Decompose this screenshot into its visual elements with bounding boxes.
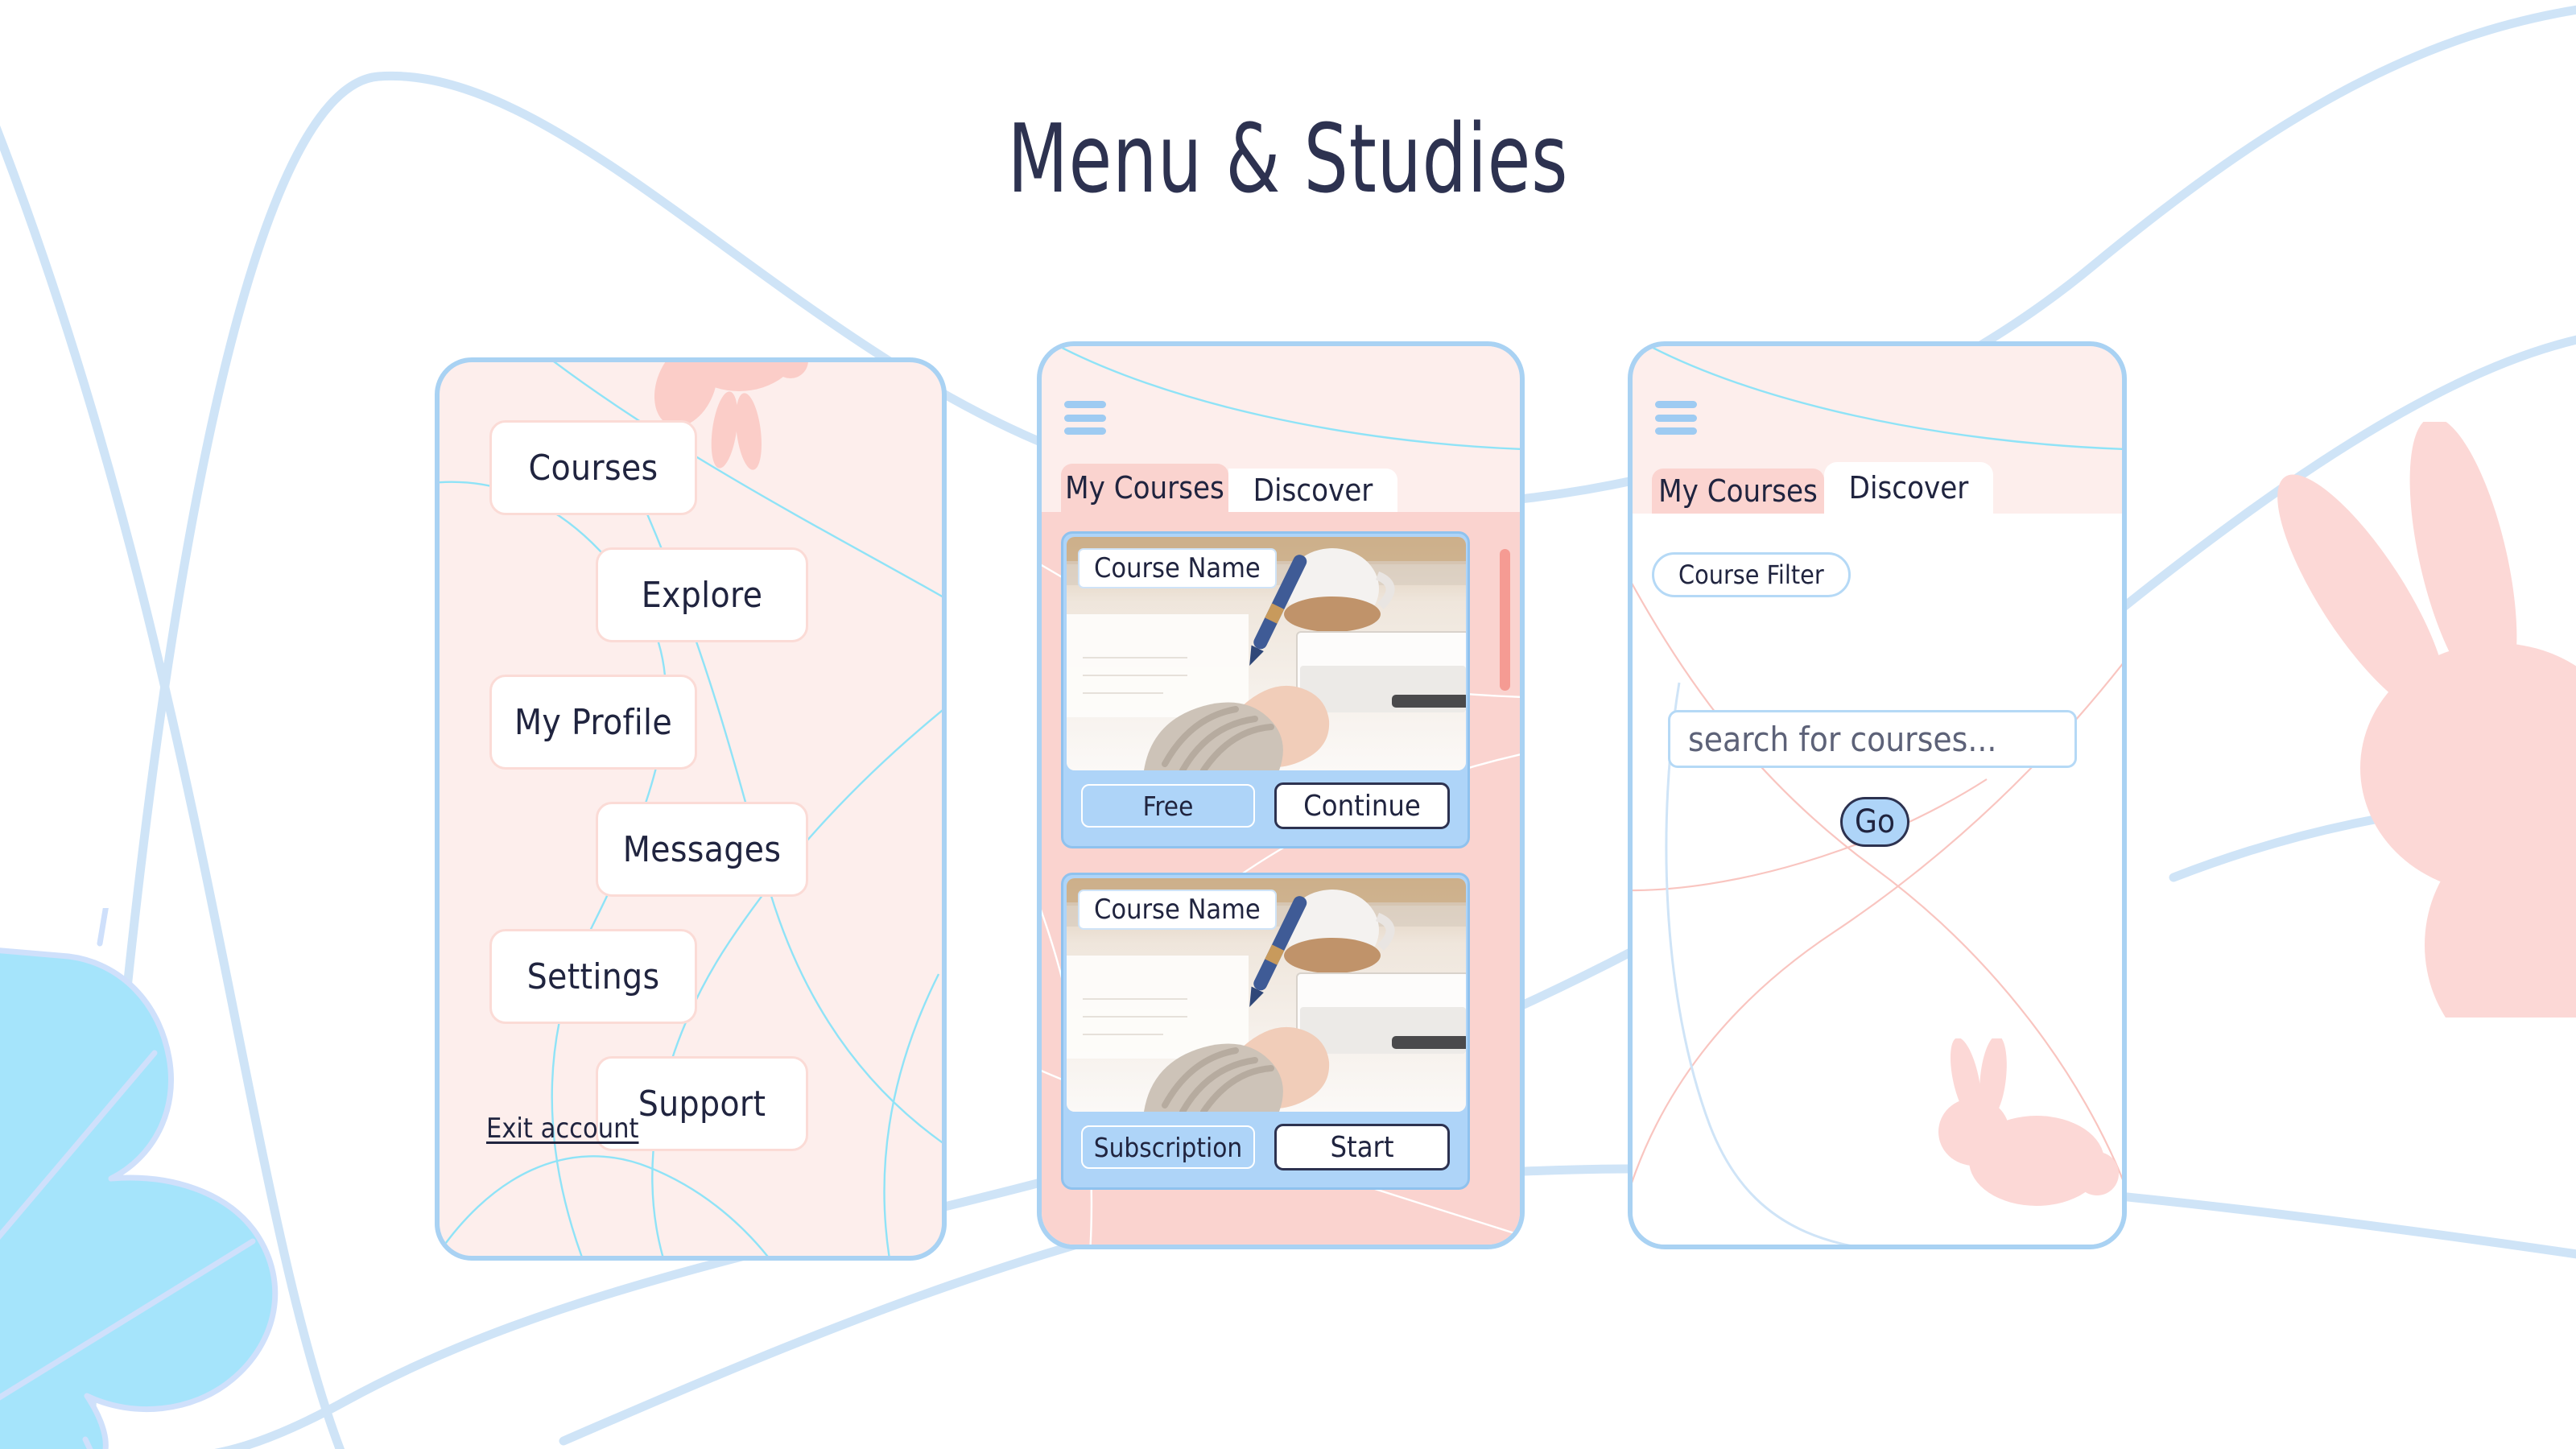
page-title: Menu & Studies: [1007, 103, 1569, 214]
go-button[interactable]: Go: [1840, 797, 1909, 847]
exit-account-link[interactable]: Exit account: [486, 1113, 639, 1145]
course-title: Course Name: [1078, 548, 1277, 588]
menu-item-courses[interactable]: Courses: [489, 420, 697, 515]
course-filter-button[interactable]: Course Filter: [1652, 552, 1851, 597]
course-card[interactable]: Course Name Subscription Start: [1061, 873, 1470, 1190]
tab-my-courses[interactable]: My Courses: [1652, 469, 1824, 514]
pink-bunny-silhouette: [2277, 422, 2576, 1018]
discover-content-area: Course Filter search for courses... Go: [1633, 514, 2122, 1245]
menu-item-settings[interactable]: Settings: [489, 929, 697, 1024]
course-price-badge[interactable]: Subscription: [1081, 1125, 1255, 1169]
tab-my-courses[interactable]: My Courses: [1061, 464, 1228, 512]
menu-item-messages[interactable]: Messages: [596, 802, 808, 897]
course-card[interactable]: Course Name Free Continue: [1061, 531, 1470, 848]
course-card-actions: Free Continue: [1063, 766, 1468, 846]
discover-content-decoration: [1633, 583, 2122, 1245]
courses-scroll-area[interactable]: Course Name Free Continue: [1042, 512, 1520, 1245]
hamburger-menu-icon[interactable]: [1655, 401, 1697, 435]
start-button[interactable]: Start: [1274, 1124, 1450, 1170]
menu-item-explore[interactable]: Explore: [596, 547, 808, 642]
discover-tab-bar: My Courses Discover: [1633, 462, 2122, 514]
course-title: Course Name: [1078, 890, 1277, 930]
course-card-actions: Subscription Start: [1063, 1107, 1468, 1187]
vertical-scrollbar[interactable]: [1500, 549, 1510, 691]
blue-leaf-illustration: [0, 908, 279, 1449]
search-input[interactable]: search for courses...: [1668, 710, 2077, 768]
courses-tab-bar: My Courses Discover: [1042, 464, 1520, 512]
continue-button[interactable]: Continue: [1274, 782, 1450, 829]
tab-discover[interactable]: Discover: [1228, 469, 1397, 512]
hamburger-menu-icon[interactable]: [1064, 401, 1106, 435]
course-price-badge[interactable]: Free: [1081, 784, 1255, 828]
my-courses-phone-frame: My Courses Discover: [1037, 341, 1525, 1249]
menu-phone-frame: Courses Explore My Profile Messages Sett…: [435, 357, 947, 1261]
menu-item-my-profile[interactable]: My Profile: [489, 675, 697, 770]
discover-phone-frame: My Courses Discover Course Filter search…: [1628, 341, 2127, 1249]
tab-discover[interactable]: Discover: [1824, 462, 1993, 514]
